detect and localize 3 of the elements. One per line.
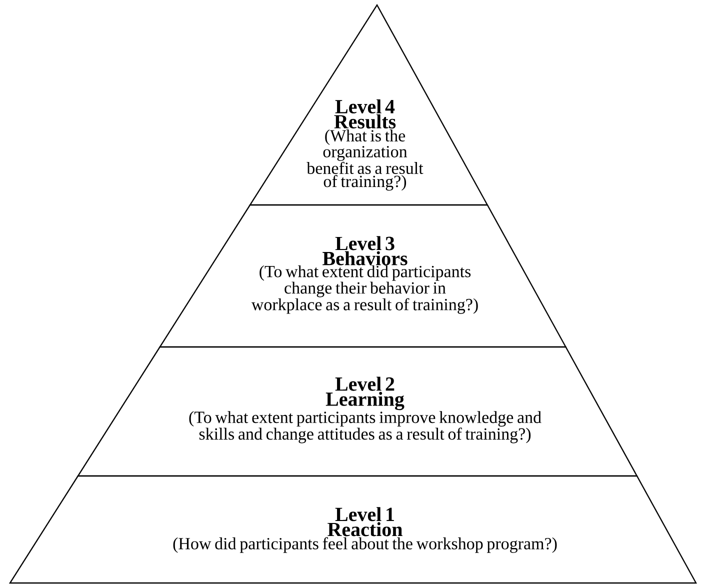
node-label: Reaction (328, 522, 402, 536)
node-label: (How did participants feel about the workshop program?) (173, 537, 557, 553)
node-label: Level 1 (335, 507, 394, 522)
